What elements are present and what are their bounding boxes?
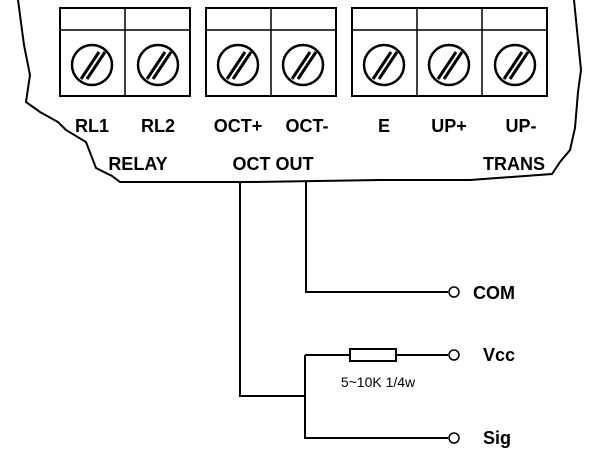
group-label-oct-out: OCT OUT: [233, 154, 314, 174]
screw-icon-rl1: [70, 43, 114, 87]
device-body-outline: [17, 0, 583, 183]
terminal-label-oct-minus: OCT-: [286, 116, 329, 136]
screw-icon-e: [362, 43, 406, 87]
screw-icon-oct-minus: [281, 43, 325, 87]
terminal-block-oct: [205, 7, 337, 97]
terminal-label-up-plus: UP+: [431, 116, 467, 136]
terminal-circle-vcc: [448, 349, 460, 361]
terminal-block-relay: [59, 7, 191, 97]
resistor-icon: [349, 348, 397, 362]
screw-icon-oct-plus: [216, 43, 260, 87]
connection-label-com: COM: [473, 283, 515, 303]
resistor-label: 5~10K 1/4w: [341, 374, 416, 390]
terminal-label-rl2: RL2: [141, 116, 175, 136]
screw-icon-up-plus: [427, 43, 471, 87]
terminal-circle-com: [448, 286, 460, 298]
screw-icon-up-minus: [493, 43, 537, 87]
connection-label-vcc: Vcc: [483, 345, 515, 365]
wire-oct-minus-to-com: [305, 182, 448, 293]
wire-bus-vertical: [304, 355, 448, 439]
terminal-label-up-minus: UP-: [506, 116, 537, 136]
terminal-label-rl1: RL1: [75, 116, 109, 136]
group-label-trans: TRANS: [483, 154, 545, 174]
terminal-label-e: E: [378, 116, 390, 136]
terminal-block-trans: [351, 7, 548, 97]
wire-oct-plus-to-sig: [239, 182, 305, 397]
terminal-label-oct-plus: OCT+: [214, 116, 263, 136]
connection-label-sig: Sig: [483, 428, 511, 448]
terminal-circle-sig: [448, 432, 460, 444]
screw-icon-rl2: [136, 43, 180, 87]
group-label-relay: RELAY: [108, 154, 167, 174]
